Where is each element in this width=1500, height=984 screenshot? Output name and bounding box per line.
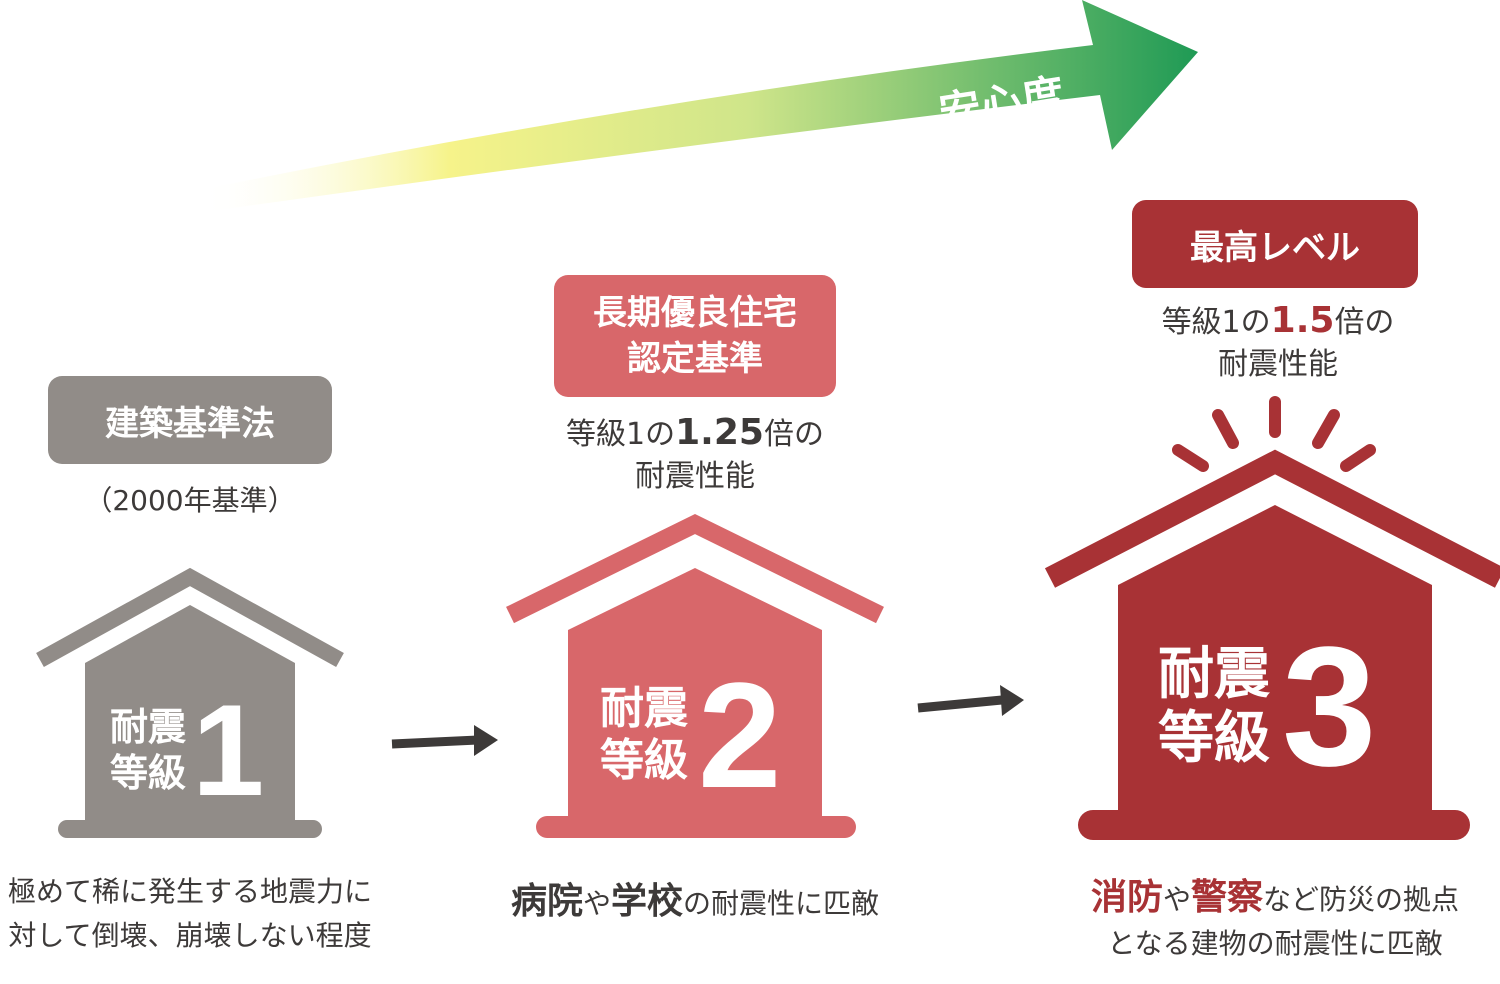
desc-pre: 等級1の — [566, 417, 676, 452]
caption-ya: や — [1162, 883, 1191, 916]
grade-1-caption: 極めて稀に発生する地震力に 対して倒壊、崩壊しない程度 — [0, 870, 380, 958]
badge-line-1: 長期優良住宅 — [593, 293, 797, 333]
progress-arrow-1 — [391, 725, 498, 756]
house-grade-1 — [36, 567, 344, 838]
caption-fire: 消防 — [1090, 877, 1163, 918]
caption-ya: や — [582, 887, 611, 920]
safety-trend-arrow — [200, 0, 1198, 212]
grade-number: 2 — [698, 651, 782, 819]
desc-pre: 等級1の — [1161, 305, 1271, 340]
badge-text: 建築基準法 — [105, 403, 275, 444]
caption-line-2: となる建物の耐震性に匹敵 — [1107, 927, 1443, 960]
standard-year-note: （2000年基準） — [84, 484, 296, 517]
kanji-taishin: 耐震 — [110, 705, 187, 749]
kanji-toukyu: 等級 — [110, 751, 187, 795]
grade-2-caption: 病院や学校の耐震性に匹敵 — [470, 880, 920, 926]
grade-1-label: 耐震 等級 1 — [110, 680, 264, 820]
grade-2-performance: 等級1の1.25倍の 耐震性能 — [520, 412, 870, 498]
caption-police: 警察 — [1191, 877, 1264, 918]
grade-2-label: 耐震 等級 2 — [600, 660, 781, 810]
badge-line-2: 認定基準 — [627, 339, 763, 379]
kanji-taishin: 耐震 — [600, 683, 688, 734]
caption-line-2: 対して倒壊、崩壊しない程度 — [8, 919, 372, 952]
grade-3-performance: 等級1の1.5倍の 耐震性能 — [1110, 300, 1446, 386]
desc-multiplier: 1.5 — [1270, 300, 1335, 341]
desc-line-2: 耐震性能 — [1218, 347, 1338, 382]
desc-post: 倍の — [763, 417, 824, 452]
kanji-toukyu: 等級 — [1158, 706, 1270, 771]
caption-school: 学校 — [611, 881, 684, 922]
badge-highest-level: 最高レベル — [1132, 200, 1418, 288]
house-grade-2 — [506, 513, 884, 838]
burst-lines — [1172, 396, 1376, 472]
caption-line-1: 極めて稀に発生する地震力に — [7, 875, 372, 908]
grade-3-caption: 消防や警察など防災の拠点 となる建物の耐震性に匹敵 — [1060, 876, 1490, 966]
badge-long-term-housing: 長期優良住宅 認定基準 — [554, 275, 836, 397]
progress-arrow-2 — [917, 685, 1024, 716]
kanji-taishin: 耐震 — [1158, 642, 1270, 707]
house-grade-3 — [1044, 396, 1500, 840]
desc-multiplier: 1.25 — [675, 412, 764, 453]
kanji-toukyu: 等級 — [600, 735, 688, 786]
grade-number: 3 — [1282, 612, 1377, 802]
desc-line-2: 耐震性能 — [635, 459, 755, 494]
badge-building-standards-act: 建築基準法 — [48, 376, 332, 464]
caption-hospital: 病院 — [510, 881, 583, 922]
grade-3-label: 耐震 等級 3 — [1158, 622, 1377, 792]
caption-rest: など防災の拠点 — [1263, 883, 1460, 916]
badge-text: 最高レベル — [1190, 227, 1360, 268]
grade-number: 1 — [192, 677, 265, 823]
caption-rest: の耐震性に匹敵 — [683, 887, 880, 920]
desc-post: 倍の — [1334, 305, 1395, 340]
